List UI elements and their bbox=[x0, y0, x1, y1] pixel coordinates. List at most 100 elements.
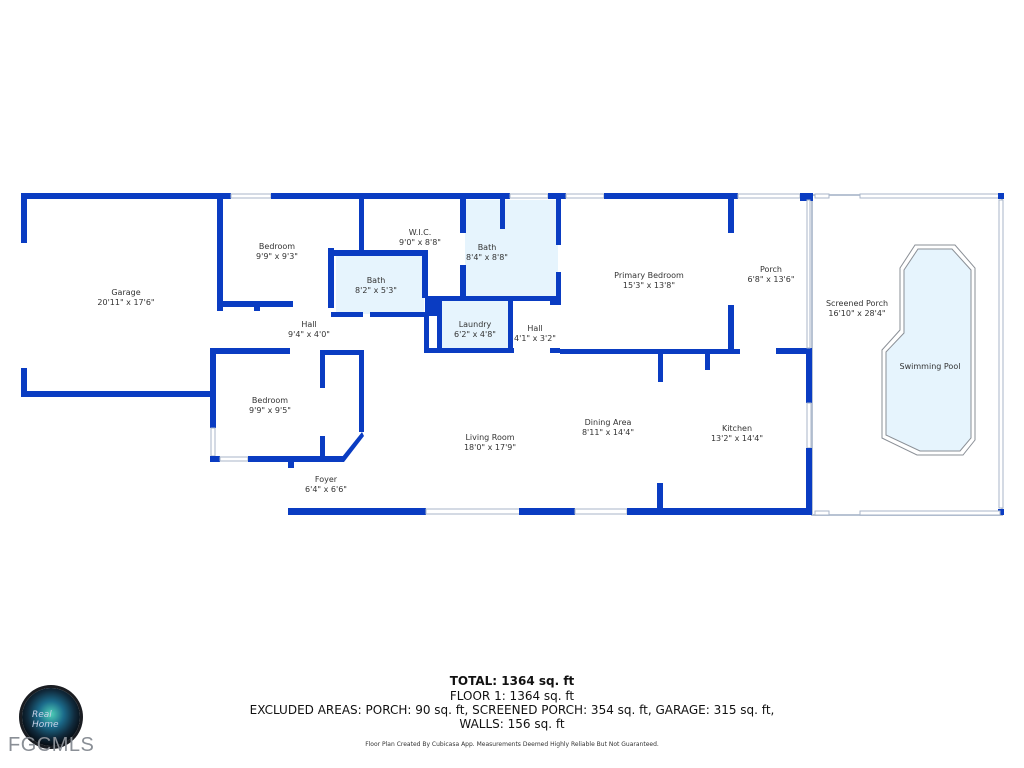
room-dims: 9'0" x 8'8" bbox=[399, 238, 441, 247]
window bbox=[806, 199, 811, 349]
wall bbox=[560, 349, 740, 354]
room-bedroom-2: Bedroom 9'9" x 9'5" bbox=[249, 396, 291, 416]
window bbox=[814, 193, 830, 199]
room-dims: 9'9" x 9'5" bbox=[249, 406, 291, 415]
room-swimming-pool: Swimming Pool bbox=[900, 362, 961, 372]
wall bbox=[248, 456, 343, 462]
room-name: W.I.C. bbox=[408, 228, 432, 237]
room-name: Living Room bbox=[465, 433, 515, 442]
room-dims: 4'1" x 3'2" bbox=[514, 334, 556, 343]
wall bbox=[705, 352, 710, 370]
wall bbox=[658, 352, 663, 382]
room-name: Hall bbox=[527, 324, 543, 333]
room-name: Swimming Pool bbox=[899, 362, 961, 371]
wall bbox=[550, 300, 561, 305]
wall bbox=[254, 303, 260, 311]
wall bbox=[998, 193, 1004, 199]
room-name: Porch bbox=[759, 265, 782, 274]
window bbox=[574, 508, 628, 515]
wall bbox=[210, 348, 216, 428]
room-dims: 8'4" x 8'8" bbox=[466, 253, 508, 262]
window bbox=[859, 510, 1001, 516]
floor-area: FLOOR 1: 1364 sq. ft bbox=[449, 689, 575, 703]
room-dims: 20'11" x 17'6" bbox=[97, 298, 155, 307]
wall bbox=[21, 391, 213, 397]
wall bbox=[21, 193, 231, 199]
room-name: Screened Porch bbox=[825, 299, 889, 308]
wall bbox=[328, 248, 334, 308]
window bbox=[737, 193, 801, 199]
wall bbox=[370, 312, 428, 317]
window bbox=[806, 402, 812, 449]
room-name: Primary Bedroom bbox=[614, 271, 684, 280]
window bbox=[859, 193, 1001, 199]
room-foyer: Foyer 6'4" x 6'6" bbox=[305, 475, 347, 495]
window bbox=[814, 510, 830, 516]
wall bbox=[288, 508, 426, 515]
room-dims: 8'11" x 14'4" bbox=[581, 428, 635, 437]
window bbox=[230, 193, 272, 199]
room-name: Bedroom bbox=[251, 396, 289, 405]
wall bbox=[424, 348, 514, 353]
wall bbox=[320, 350, 325, 388]
room-bath-2: Bath 8'4" x 8'8" bbox=[466, 243, 508, 263]
wall bbox=[331, 250, 428, 256]
wall bbox=[728, 193, 734, 233]
room-garage: Garage 20'11" x 17'6" bbox=[97, 288, 154, 308]
disclaimer: Floor Plan Created By Cubicasa App. Meas… bbox=[365, 741, 659, 748]
room-name: Bath bbox=[366, 276, 386, 285]
room-name: Kitchen bbox=[721, 424, 753, 433]
wall bbox=[422, 250, 428, 298]
room-bedroom-1: Bedroom 9'9" x 9'3" bbox=[256, 242, 298, 262]
wall bbox=[359, 193, 364, 251]
room-name: Garage bbox=[111, 288, 141, 297]
room-name: Bedroom bbox=[258, 242, 296, 251]
room-name: Laundry bbox=[458, 320, 492, 329]
wall bbox=[288, 456, 294, 468]
room-name: Bath bbox=[477, 243, 497, 252]
room-dims: 6'2" x 4'8" bbox=[454, 330, 496, 339]
wall bbox=[437, 300, 442, 352]
wall bbox=[556, 272, 561, 302]
wall bbox=[728, 305, 734, 353]
wall bbox=[21, 193, 27, 243]
logo-text: FGCMLS bbox=[8, 734, 95, 756]
wall bbox=[508, 300, 513, 352]
wall bbox=[806, 448, 812, 515]
swimming-pool-water bbox=[885, 248, 972, 452]
window bbox=[565, 193, 605, 199]
room-primary-bedroom: Primary Bedroom 15'3" x 13'8" bbox=[614, 271, 684, 291]
wall bbox=[800, 193, 813, 201]
wall bbox=[604, 193, 738, 199]
wall bbox=[320, 436, 325, 458]
wall bbox=[998, 509, 1004, 515]
wall bbox=[806, 348, 812, 403]
wall bbox=[21, 368, 27, 397]
window bbox=[509, 193, 549, 199]
wall bbox=[556, 193, 561, 245]
wall bbox=[271, 193, 510, 199]
camera-lens-logo-icon: Real Home bbox=[22, 688, 80, 746]
wall bbox=[320, 350, 364, 355]
room-kitchen: Kitchen 13'2" x 14'4" bbox=[711, 424, 763, 444]
wall bbox=[627, 508, 812, 515]
room-dims: 9'9" x 9'3" bbox=[256, 252, 298, 261]
wall bbox=[776, 348, 811, 354]
room-name: Foyer bbox=[314, 475, 338, 484]
window bbox=[219, 456, 249, 462]
room-hall-1: Hall 9'4" x 4'0" bbox=[288, 320, 330, 340]
room-dims: 13'2" x 14'4" bbox=[710, 434, 764, 443]
wall bbox=[217, 193, 223, 311]
wall bbox=[460, 265, 466, 300]
room-dims: 9'4" x 4'0" bbox=[288, 330, 330, 339]
walls-area: WALLS: 156 sq. ft bbox=[459, 717, 565, 731]
bath-1-fill bbox=[336, 255, 424, 314]
room-bath-1: Bath 8'2" x 5'3" bbox=[355, 276, 397, 296]
logo-signature: Real Home bbox=[32, 710, 59, 730]
room-porch: Porch 6'8" x 13'6" bbox=[747, 265, 794, 285]
room-dims: 18'0" x 17'9" bbox=[463, 443, 517, 452]
window bbox=[425, 508, 525, 515]
room-wic: W.I.C. 9'0" x 8'8" bbox=[399, 228, 441, 248]
wall bbox=[338, 432, 364, 462]
